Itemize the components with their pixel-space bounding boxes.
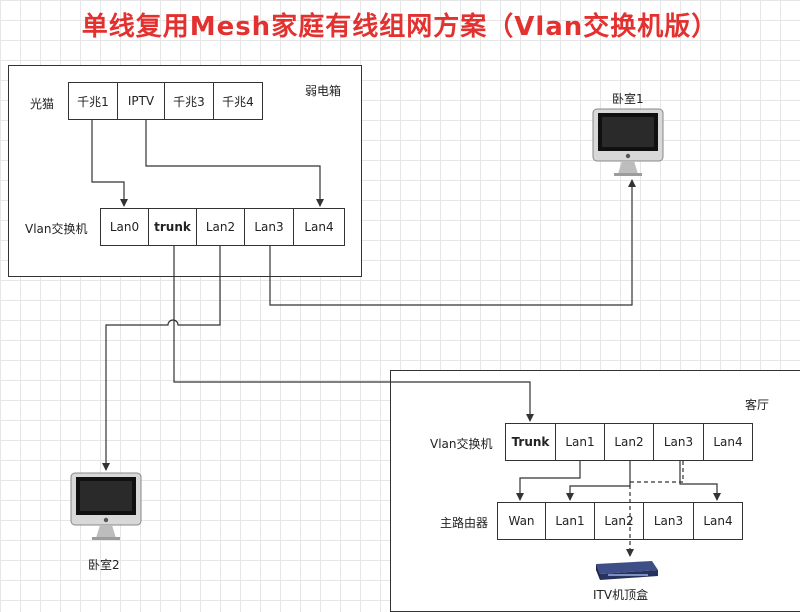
bedroom2-label: 卧室2: [88, 558, 120, 572]
router-port-lan3: Lan3: [643, 502, 694, 540]
living-switch-port-lan1: Lan1: [555, 423, 605, 461]
living-room-label: 客厅: [745, 398, 770, 412]
diagram-title: 单线复用Mesh家庭有线组网方案（Vlan交换机版）: [81, 12, 719, 42]
switch-port-trunk: trunk: [148, 208, 197, 246]
router-port-lan4: Lan4: [693, 502, 743, 540]
modem-port-gigabit3: 千兆3: [164, 82, 214, 120]
modem-port-gigabit1: 千兆1: [68, 82, 118, 120]
living-switch-port-lan3: Lan3: [653, 423, 704, 461]
switch-port-lan3: Lan3: [244, 208, 294, 246]
set-top-box-label: ITV机顶盒: [593, 588, 649, 602]
modem-port-gigabit4: 千兆4: [213, 82, 263, 120]
bedroom2-monitor-icon: [70, 472, 142, 540]
set-top-box-icon: [596, 561, 658, 580]
switch-port-lan2: Lan2: [196, 208, 245, 246]
modem-label: 光猫: [30, 97, 55, 111]
main-router-label: 主路由器: [440, 516, 489, 530]
living-switch-port-lan4: Lan4: [703, 423, 753, 461]
switch-port-lan4: Lan4: [293, 208, 345, 246]
router-port-wan: Wan: [497, 502, 546, 540]
modem-port-iptv: IPTV: [117, 82, 165, 120]
vlan-switch-label: Vlan交换机: [25, 222, 88, 236]
weak-current-box-label: 弱电箱: [305, 84, 342, 98]
router-port-lan1: Lan1: [545, 502, 595, 540]
router-port-lan2: Lan2: [594, 502, 644, 540]
living-switch-port-trunk: Trunk: [505, 423, 556, 461]
bedroom1-label: 卧室1: [612, 92, 644, 106]
living-switch-label: Vlan交换机: [430, 437, 493, 451]
bedroom1-monitor-icon: [592, 108, 664, 176]
switch-port-lan0: Lan0: [100, 208, 149, 246]
cable-lan2-to-bedroom2: [102, 246, 221, 471]
living-switch-port-lan2: Lan2: [604, 423, 654, 461]
